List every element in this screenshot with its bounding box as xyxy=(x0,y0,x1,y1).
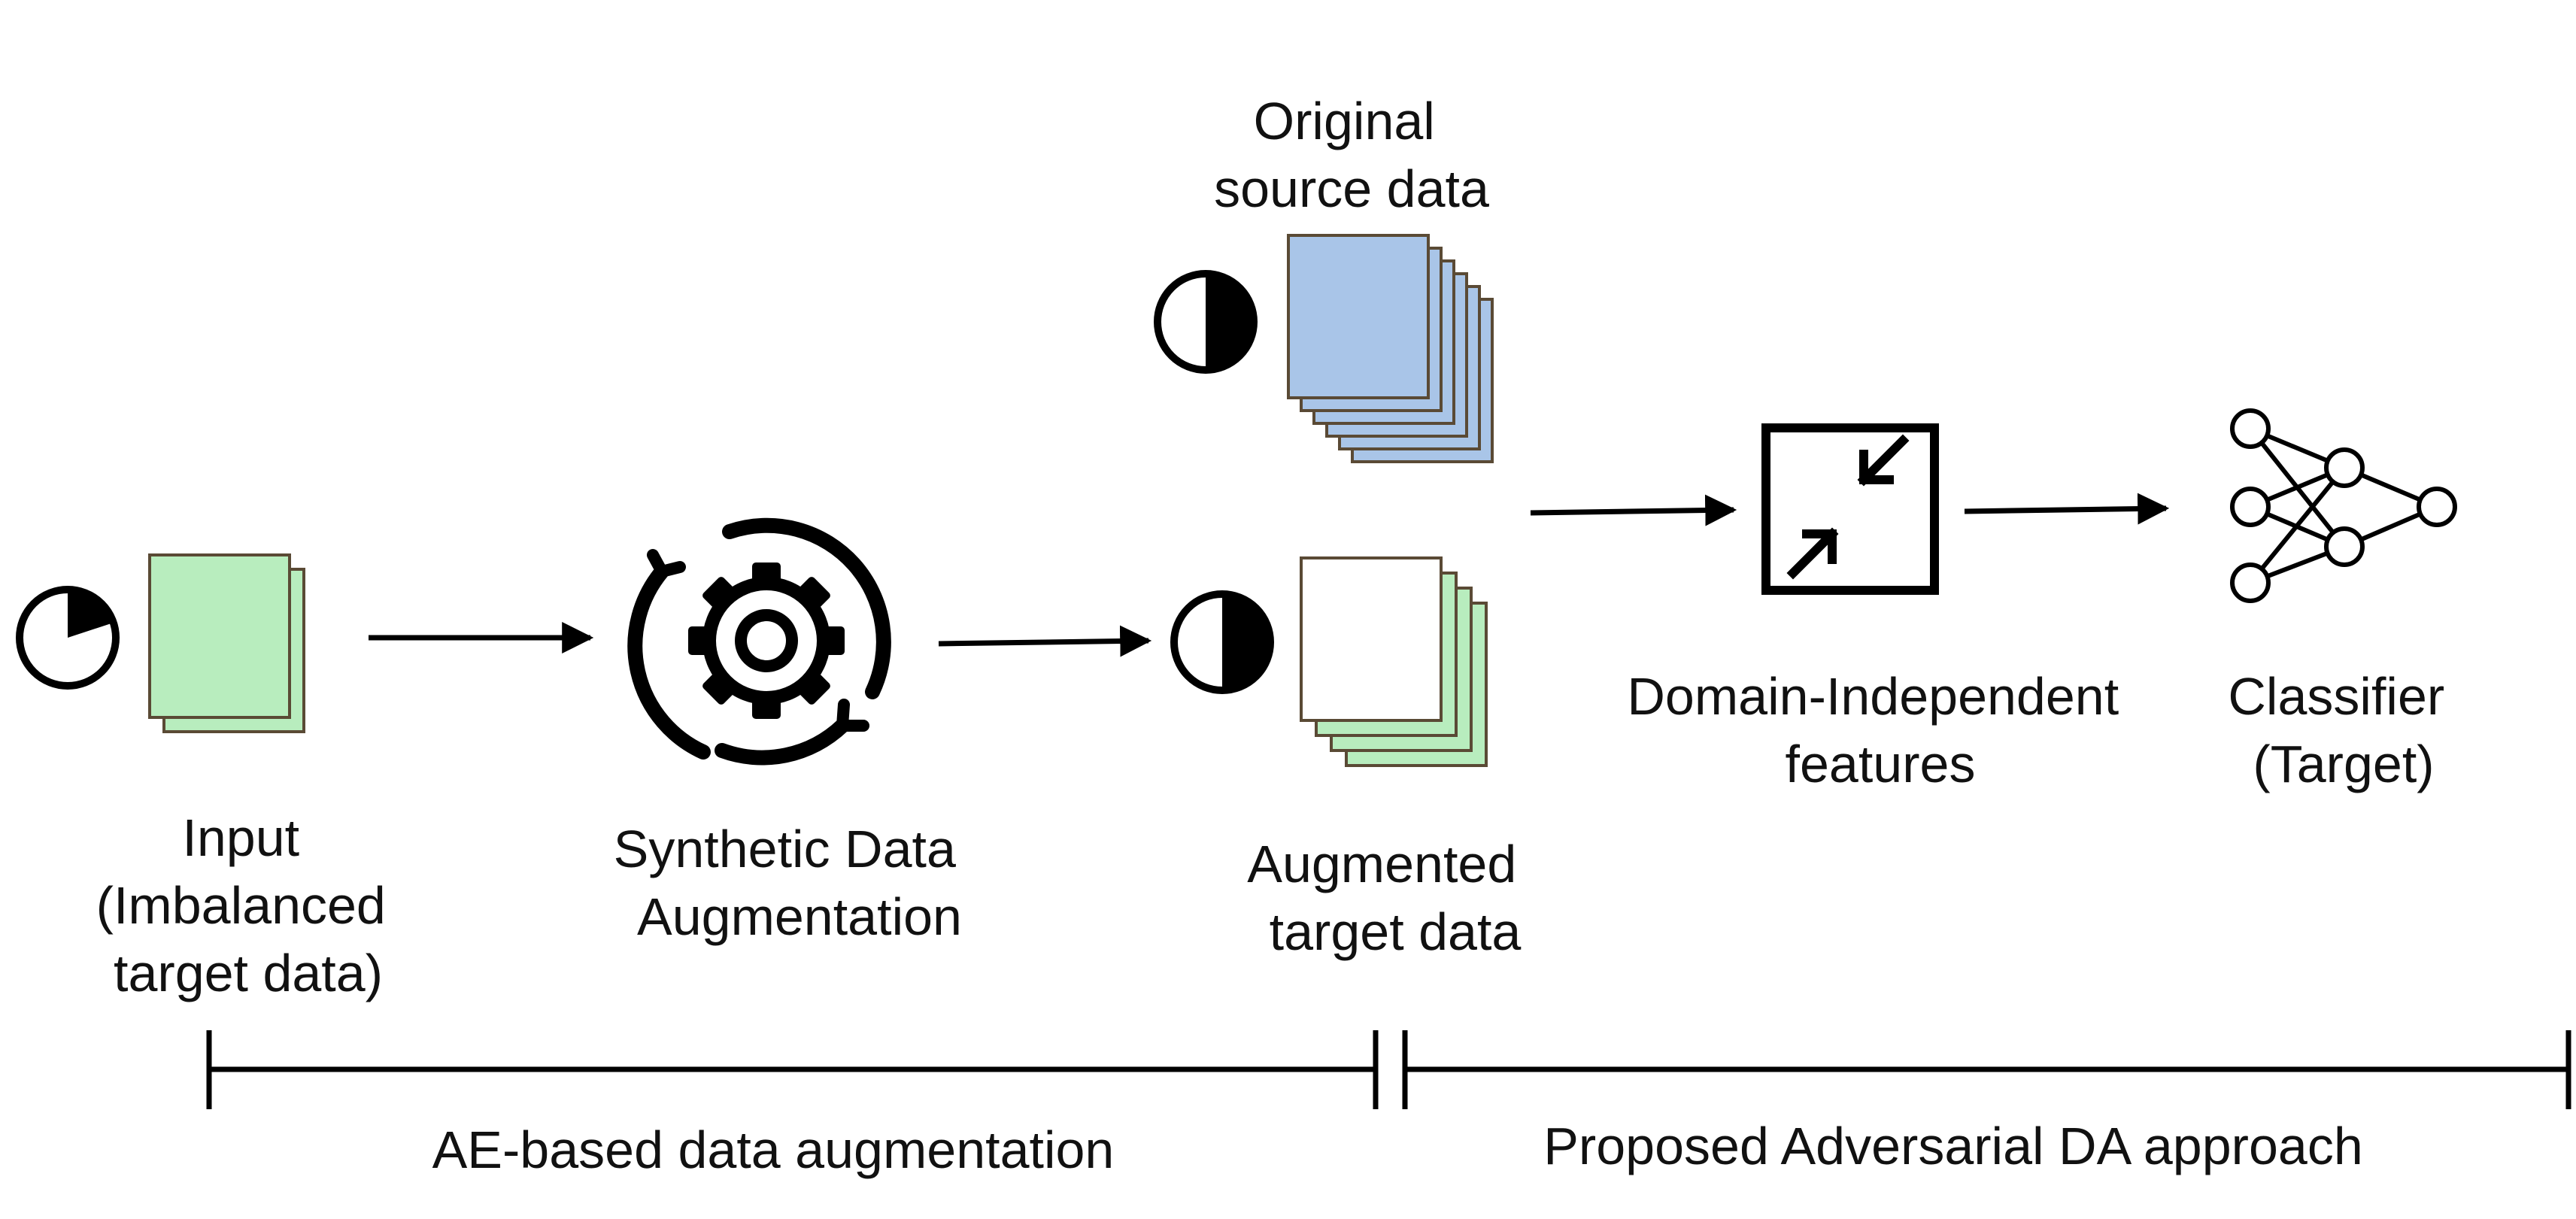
input-data-stack xyxy=(148,553,305,733)
source-label: Original source data xyxy=(1214,92,1489,218)
arrow-features-to-classifier xyxy=(1964,493,2170,525)
augmented-data-stack xyxy=(1300,556,1488,767)
arrow-data-to-features xyxy=(1530,494,1737,526)
phase-label-right: Proposed Adversarial DA approach xyxy=(1543,1117,2363,1175)
neural-network-icon xyxy=(2230,408,2457,603)
compress-icon xyxy=(1761,423,1939,595)
phase-bracket-left xyxy=(206,1030,1379,1109)
classifier-label: Classifier (Target) xyxy=(2228,667,2459,793)
augmented-label: Augmented target data xyxy=(1247,835,1531,961)
input-pie-icon xyxy=(16,586,120,690)
phase-label-left: AE-based data augmentation xyxy=(432,1120,1115,1179)
source-data-stack xyxy=(1287,234,1494,463)
gear-cycle-icon xyxy=(627,517,891,766)
phase-bracket-right xyxy=(1402,1030,2571,1109)
augmented-half-circle-icon xyxy=(1170,590,1274,694)
input-label: Input (Imbalanced target data) xyxy=(96,808,401,1002)
features-label: Domain-Independent features xyxy=(1627,667,2133,793)
arrow-augmentation-to-augmented xyxy=(938,625,1152,657)
augmentation-label: Synthetic Data Augmentation xyxy=(614,820,971,946)
source-half-circle-icon xyxy=(1154,270,1258,374)
